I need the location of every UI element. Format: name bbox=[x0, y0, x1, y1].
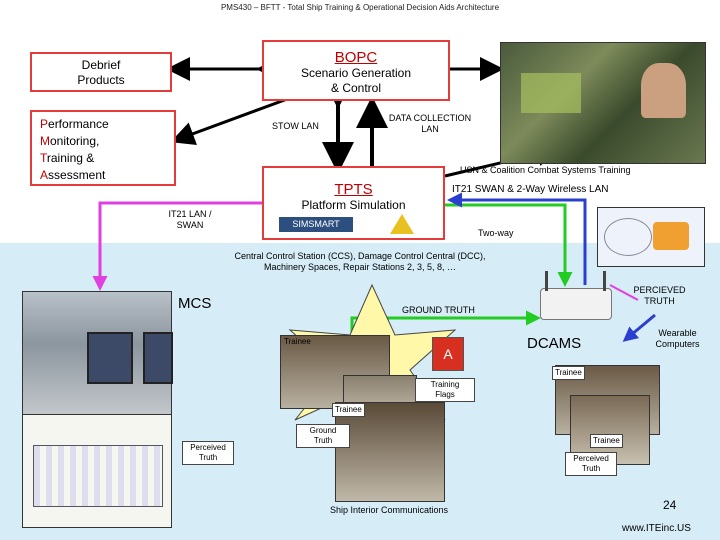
dcams-label: DCAMS bbox=[527, 335, 582, 352]
mcs-label: MCS bbox=[178, 295, 212, 312]
arrow-green-ground-truth bbox=[350, 310, 541, 334]
perceived-truth-right-callout: Perceived Truth bbox=[565, 452, 617, 476]
training-flags-callout: Training Flags bbox=[415, 378, 475, 402]
console-screen-graphic bbox=[521, 73, 581, 113]
trainee-photo-3 bbox=[335, 402, 445, 502]
mcs-console-photo bbox=[22, 291, 173, 423]
control-room-photo bbox=[500, 42, 706, 164]
mcs-monitor-right bbox=[143, 332, 173, 384]
bopc-title: BOPC bbox=[334, 49, 378, 66]
it21-lan-swan-label: IT21 LAN / SWAN bbox=[168, 209, 212, 230]
wireless-router-icon bbox=[540, 271, 612, 320]
trainee-label-3: Trainee bbox=[332, 403, 365, 417]
debrief-line1: Debrief bbox=[81, 58, 121, 72]
pmt-line-4: Assessment bbox=[40, 168, 106, 182]
arrow-magenta-perceived bbox=[609, 284, 639, 301]
operator-figure bbox=[641, 63, 686, 118]
bopc-subtitle-line2: & Control bbox=[330, 81, 382, 95]
trainee-label-4: Trainee bbox=[590, 434, 623, 448]
router-antenna-right bbox=[603, 271, 606, 291]
ship-plan-drawing bbox=[33, 445, 163, 507]
arrow-green-wireless bbox=[445, 203, 573, 287]
arrow-blue-wearable bbox=[622, 313, 656, 342]
triangle-logo-icon bbox=[390, 214, 414, 234]
two-way-label: Two-way bbox=[478, 228, 514, 238]
simsmart-logo: SIMSMART bbox=[279, 217, 353, 232]
it21-swan-wireless-label: IT21 SWAN & 2-Way Wireless LAN bbox=[452, 184, 609, 195]
pmt-line-3: Training & bbox=[40, 151, 95, 165]
pmt-line-2: Monitoring, bbox=[40, 134, 100, 148]
trainee-label-1: Trainee bbox=[284, 337, 311, 346]
pmt-line-1: Performance bbox=[40, 117, 109, 131]
bftt-logo-mark bbox=[653, 222, 689, 250]
ground-truth-callout: Ground Truth bbox=[296, 424, 350, 448]
usn-coalition-label: USN & Coalition Combat Systems Training bbox=[460, 165, 631, 175]
bopc-subtitle-line1: Scenario Generation bbox=[300, 66, 412, 80]
bftt-logo-image bbox=[597, 207, 705, 267]
ground-truth-label: GROUND TRUTH bbox=[402, 305, 475, 315]
stow-lan-label: STOW LAN bbox=[272, 121, 319, 131]
trainee-label-2: Trainee bbox=[552, 366, 585, 380]
data-collection-label: DATA COLLECTION LAN bbox=[388, 113, 472, 134]
perceived-truth-left-callout: Perceived Truth bbox=[182, 441, 234, 465]
debrief-products-box: Debrief Products bbox=[30, 52, 172, 92]
page-header-title: PMS430 – BFTT - Total Ship Training & Op… bbox=[220, 3, 500, 12]
tpts-box: TPTS Platform Simulation SIMSMART bbox=[262, 166, 445, 240]
arrow-blue-two-way bbox=[447, 192, 587, 285]
arrow-bopc-pmt bbox=[170, 96, 291, 146]
central-control-label: Central Control Station (CCS), Damage Co… bbox=[234, 251, 486, 272]
router-antenna-left bbox=[545, 271, 548, 291]
arrow-magenta-it21-lan bbox=[92, 201, 262, 291]
wearable-computers-label: Wearable Computers bbox=[655, 328, 700, 349]
tpts-subtitle: Platform Simulation bbox=[301, 198, 406, 212]
ship-plan-image bbox=[22, 414, 172, 528]
tpts-title: TPTS bbox=[334, 181, 373, 198]
page-number: 24 bbox=[663, 498, 677, 512]
mcs-monitor-left bbox=[87, 332, 133, 384]
bopc-box: BOPC Scenario Generation & Control bbox=[262, 40, 450, 101]
ship-interior-comms-label: Ship Interior Communications bbox=[330, 505, 449, 515]
bftt-logo-ring bbox=[604, 218, 652, 256]
performance-monitoring-box: Performance Monitoring, Training & Asses… bbox=[30, 110, 176, 186]
debrief-line2: Products bbox=[77, 73, 125, 87]
dcams-logo-icon: A bbox=[432, 337, 464, 371]
percieved-truth-top-label: PERCIEVED TRUTH bbox=[633, 285, 686, 306]
website-label: www.ITEinc.US bbox=[622, 523, 691, 534]
